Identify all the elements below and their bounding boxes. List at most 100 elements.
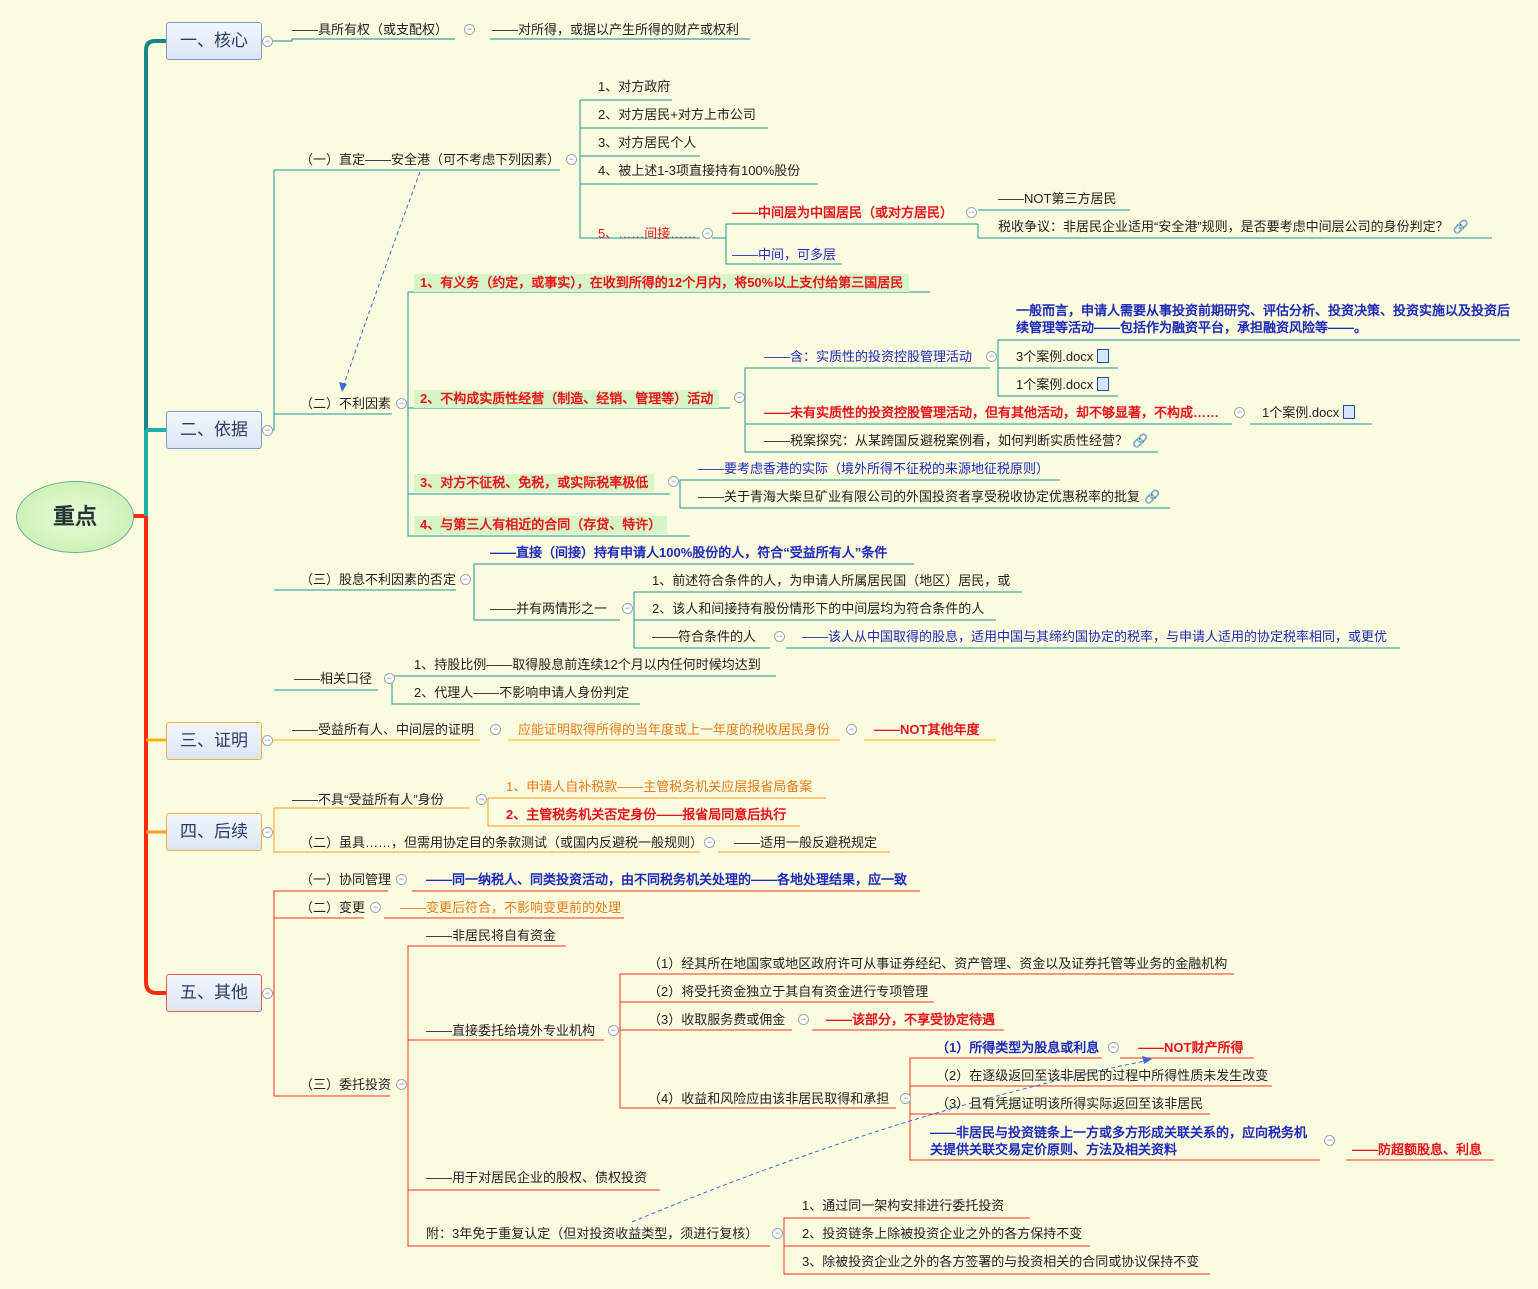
- cond-4-anti-excess[interactable]: ——防超额股息、利息: [1352, 1142, 1483, 1157]
- collapse-toggle-icon[interactable]: −: [986, 351, 997, 362]
- 3yr-cond-3[interactable]: 3、除被投资企业之外的各方签署的与投资相关的合同或协议保持不变: [802, 1254, 1200, 1269]
- document-icon[interactable]: [1097, 349, 1110, 363]
- factor-3[interactable]: 3、对方不征税、免税，或实际税率极低: [414, 474, 655, 492]
- basis-unfavourable[interactable]: （二）不利因素: [300, 396, 392, 411]
- safe-indirect[interactable]: 5、……间接……: [598, 226, 697, 241]
- other-coop[interactable]: （一）协同管理: [300, 872, 392, 887]
- negation-two-cases[interactable]: ——并有两情形之一: [490, 601, 608, 616]
- collapse-toggle-icon[interactable]: −: [262, 988, 273, 999]
- link-icon[interactable]: 🔗: [1132, 433, 1149, 448]
- collapse-toggle-icon[interactable]: −: [704, 837, 715, 848]
- collapse-toggle-icon[interactable]: −: [1108, 1042, 1119, 1053]
- cond-4-type[interactable]: （1）所得类型为股息或利息: [936, 1040, 1100, 1055]
- collapse-toggle-icon[interactable]: −: [384, 673, 395, 684]
- branch-basis[interactable]: 二、依据: [166, 411, 262, 449]
- collapse-toggle-icon[interactable]: −: [622, 603, 633, 614]
- cond-4-evidence[interactable]: （3）且有凭据证明该所得实际返回至该非居民: [936, 1096, 1204, 1111]
- safe-item[interactable]: 1、对方政府: [598, 79, 671, 94]
- entrust-3yr[interactable]: 附：3年免于重复认定（但对投资收益类型，须进行复核）: [426, 1226, 759, 1241]
- collapse-toggle-icon[interactable]: −: [396, 874, 407, 885]
- case-file-1a[interactable]: 1个案例.docx: [1016, 377, 1110, 393]
- collapse-toggle-icon[interactable]: −: [566, 154, 577, 165]
- factor-2-includes[interactable]: ——含：实质性的投资控股管理活动: [764, 349, 973, 364]
- collapse-toggle-icon[interactable]: −: [702, 228, 713, 239]
- collapse-toggle-icon[interactable]: −: [396, 398, 407, 409]
- 3yr-cond-1[interactable]: 1、通过同一架构安排进行委托投资: [802, 1198, 1005, 1213]
- proof-year[interactable]: 应能证明取得所得的当年度或上一年度的税收居民身份: [518, 722, 831, 737]
- branch-proof[interactable]: 三、证明: [166, 722, 262, 760]
- entrust-own-funds[interactable]: ——非居民将自有资金: [426, 928, 557, 943]
- factor-2-general[interactable]: 一般而言，申请人需要从事投资前期研究、评估分析、投资决策、投资实施以及投资后续管…: [1016, 303, 1511, 335]
- 3yr-cond-2[interactable]: 2、投资链条上除被投资企业之外的各方保持不变: [802, 1226, 1083, 1241]
- follow-deny[interactable]: 2、主管税务机关否定身份——报省局同意后执行: [506, 807, 787, 822]
- follow-purpose-test[interactable]: （二）虽具……，但需用协定目的条款测试（或国内反避税一般规则）: [300, 835, 704, 850]
- negation-case-2[interactable]: 2、该人和间接持有股份情形下的中间层均为符合条件的人: [652, 601, 985, 616]
- root-node[interactable]: 重点: [16, 481, 134, 553]
- safe-item[interactable]: 2、对方居民+对方上市公司: [598, 107, 756, 122]
- collapse-toggle-icon[interactable]: −: [476, 794, 487, 805]
- other-coop-detail[interactable]: ——同一纳税人、同类投资活动，由不同税务机关处理的——各地处理结果，应一致: [426, 872, 908, 887]
- proof-not-other[interactable]: ——NOT其他年度: [874, 722, 980, 737]
- branch-other[interactable]: 五、其他: [166, 974, 262, 1012]
- collapse-toggle-icon[interactable]: −: [262, 425, 273, 436]
- other-change-detail[interactable]: ——变更后符合，不影响变更前的处理: [400, 900, 622, 915]
- factor-4[interactable]: 4、与第三人有相近的合同（存贷、特许）: [414, 516, 668, 534]
- entrust-use[interactable]: ——用于对居民企业的股权、债权投资: [426, 1170, 648, 1185]
- basis-negation[interactable]: （三）股息不利因素的否定: [300, 572, 457, 587]
- collapse-toggle-icon[interactable]: −: [396, 1079, 407, 1090]
- safe-item[interactable]: 3、对方居民个人: [598, 135, 697, 150]
- collapse-toggle-icon[interactable]: −: [798, 1014, 809, 1025]
- factor-2-other[interactable]: ——未有实质性的投资控股管理活动，但有其他活动，却不够显著，不构成……: [764, 405, 1220, 420]
- entrust-cond-1[interactable]: （1）经其所在地国家或地区政府许可从事证券经纪、资产管理、资金以及证券托管等业务…: [648, 956, 1228, 971]
- collapse-toggle-icon[interactable]: −: [370, 902, 381, 913]
- collapse-toggle-icon[interactable]: −: [900, 1093, 911, 1104]
- document-icon[interactable]: [1343, 405, 1356, 419]
- collapse-toggle-icon[interactable]: −: [262, 735, 273, 746]
- collapse-toggle-icon[interactable]: −: [734, 392, 745, 403]
- core-ownership[interactable]: ——具所有权（或支配权）: [292, 22, 449, 37]
- negation-case-1[interactable]: 1、前述符合条件的人，为申请人所属居民国（地区）居民，或: [652, 573, 1011, 588]
- link-icon[interactable]: 🔗: [1144, 489, 1161, 504]
- cond-4-not-property[interactable]: ——NOT财产所得: [1138, 1040, 1244, 1055]
- follow-self-pay[interactable]: 1、申请人自补税款——主管税务机关应层报省局备案: [506, 779, 813, 794]
- entrust-cond-3-note[interactable]: ——该部分，不享受协定待遇: [826, 1012, 996, 1027]
- follow-anti-avoid[interactable]: ——适用一般反避税规定: [734, 835, 878, 850]
- other-entrust[interactable]: （三）委托投资: [300, 1077, 392, 1092]
- entrust-cond-3[interactable]: （3）收取服务费或佣金: [648, 1012, 786, 1027]
- collapse-toggle-icon[interactable]: −: [608, 1025, 619, 1036]
- safe-item[interactable]: 4、被上述1-3项直接持有100%股份: [598, 163, 801, 178]
- basis-related[interactable]: ——相关口径: [294, 671, 373, 686]
- mid-layer-cn[interactable]: ——中间层为中国居民（或对方居民）: [732, 205, 954, 220]
- factor-2[interactable]: 2、不构成实质性经营（制造、经销、管理等）活动: [414, 390, 720, 408]
- collapse-toggle-icon[interactable]: −: [460, 574, 471, 585]
- factor-2-probe[interactable]: ——税案探究：从某跨国反避税案例看，如何判断实质性经营？🔗: [764, 433, 1148, 449]
- collapse-toggle-icon[interactable]: −: [1234, 407, 1245, 418]
- collapse-toggle-icon[interactable]: −: [464, 24, 475, 35]
- collapse-toggle-icon[interactable]: −: [262, 827, 273, 838]
- core-income[interactable]: ——对所得，或据以产生所得的财产或权利: [492, 22, 740, 37]
- not-third[interactable]: ——NOT第三方居民: [998, 191, 1117, 206]
- basis-safe-harbor[interactable]: （一）直定——安全港（可不考虑下列因素）: [300, 152, 561, 167]
- entrust-cond-4[interactable]: （4）收益和风险应由该非居民取得和承担: [648, 1091, 890, 1106]
- mid-layer-multi[interactable]: ——中间，可多层: [732, 247, 837, 262]
- negation-qualified[interactable]: ——符合条件的人: [652, 629, 757, 644]
- collapse-toggle-icon[interactable]: −: [668, 476, 679, 487]
- collapse-toggle-icon[interactable]: −: [774, 631, 785, 642]
- factor-3-reply[interactable]: ——关于青海大柴旦矿业有限公司的外国投资者享受税收协定优惠税率的批复🔗: [698, 489, 1160, 505]
- cond-4-related-party[interactable]: ——非居民与投资链条上一方或多方形成关联关系的，应向税务机关提供关联交易定价原则…: [930, 1125, 1308, 1157]
- collapse-toggle-icon[interactable]: −: [490, 724, 501, 735]
- case-file-3[interactable]: 3个案例.docx: [1016, 349, 1110, 365]
- negation-direct[interactable]: ——直接（间接）持有申请人100%股份的人，符合“受益所有人”条件: [490, 545, 888, 560]
- collapse-toggle-icon[interactable]: −: [772, 1228, 783, 1239]
- cond-4-nature[interactable]: （2）在逐级返回至该非居民的过程中所得性质未发生改变: [936, 1068, 1269, 1083]
- factor-1[interactable]: 1、有义务（约定，或事实），在收到所得的12个月内，将50%以上支付给第三国居民: [414, 274, 910, 292]
- related-1[interactable]: 1、持股比例——取得股息前连续12个月以内任何时候均达到: [414, 657, 761, 672]
- collapse-toggle-icon[interactable]: −: [262, 36, 273, 47]
- entrust-cond-2[interactable]: （2）将受托资金独立于其自有资金进行专项管理: [648, 984, 929, 999]
- case-file-1b[interactable]: 1个案例.docx: [1262, 405, 1356, 421]
- collapse-toggle-icon[interactable]: −: [966, 207, 977, 218]
- branch-follow[interactable]: 四、后续: [166, 813, 262, 851]
- related-2[interactable]: 2、代理人——不影响申请人身份判定: [414, 685, 630, 700]
- tax-dispute[interactable]: 税收争议：非居民企业适用“安全港”规则，是否要考虑中间层公司的身份判定？🔗: [998, 219, 1469, 235]
- other-change[interactable]: （二）变更: [300, 900, 366, 915]
